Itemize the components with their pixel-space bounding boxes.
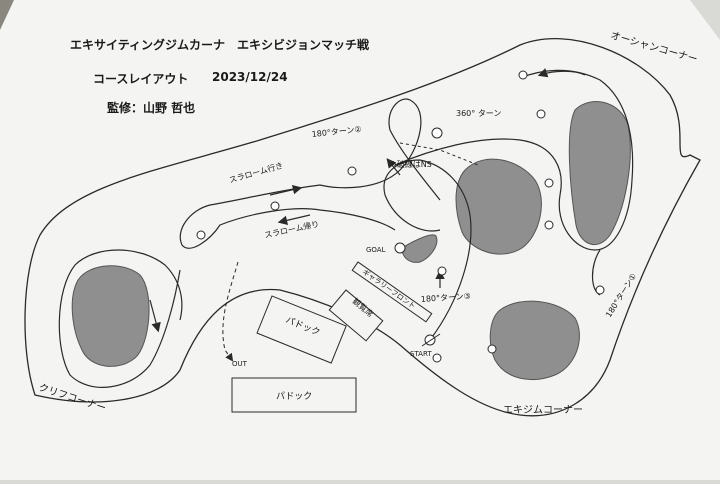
pylon bbox=[595, 285, 605, 295]
pylon bbox=[196, 230, 206, 240]
turn-180-3-label: 180°ターン③ bbox=[421, 292, 472, 304]
exigym-island bbox=[489, 300, 580, 381]
exigym-corner-label: エキジムコーナー bbox=[503, 404, 583, 416]
paddock-lower-label: パドック bbox=[276, 391, 312, 402]
paddock-lower bbox=[231, 377, 357, 413]
cliff-island bbox=[71, 265, 150, 367]
course-boundary bbox=[24, 37, 701, 417]
start-label: START bbox=[410, 350, 432, 358]
pylon bbox=[437, 266, 447, 276]
spectator-stand bbox=[328, 289, 384, 342]
ns-dashed-line bbox=[222, 261, 239, 362]
pylon bbox=[270, 201, 280, 211]
pylon bbox=[431, 127, 443, 139]
pylon bbox=[536, 109, 546, 119]
pylon bbox=[544, 178, 554, 188]
gallery-front bbox=[351, 261, 433, 323]
pylon bbox=[544, 220, 554, 230]
header-date: 2023/12/24 bbox=[212, 70, 288, 84]
pylon bbox=[432, 353, 442, 363]
header-layout: コースレイアウト bbox=[93, 72, 189, 86]
ocean-island bbox=[568, 101, 631, 246]
paddock-upper bbox=[256, 295, 347, 364]
pylon bbox=[347, 166, 357, 176]
goal-island bbox=[401, 234, 438, 263]
ns-dashed-line bbox=[399, 142, 479, 166]
ns-note-label: ※破線はNS bbox=[390, 159, 432, 169]
turn-360-label: 360° ターン bbox=[456, 109, 501, 118]
pylon bbox=[518, 70, 528, 80]
pylon bbox=[394, 242, 406, 254]
start-line bbox=[421, 333, 441, 347]
out-label: OUT bbox=[232, 360, 248, 368]
route-arrow bbox=[537, 68, 586, 78]
course-route bbox=[58, 69, 634, 388]
center-island bbox=[455, 158, 542, 255]
route-arrow bbox=[269, 184, 303, 196]
pylon bbox=[487, 344, 497, 354]
route-arrow bbox=[149, 299, 161, 333]
header-supervisor: 監修：山野 哲也 bbox=[107, 101, 196, 115]
goal-label: GOAL bbox=[366, 246, 386, 254]
route-arrow bbox=[277, 214, 311, 226]
paper-shadow bbox=[0, 0, 14, 30]
route-arrow bbox=[386, 158, 401, 176]
header-title: エキサイティングジムカーナ エキシビジョンマッチ戦 bbox=[70, 38, 370, 52]
